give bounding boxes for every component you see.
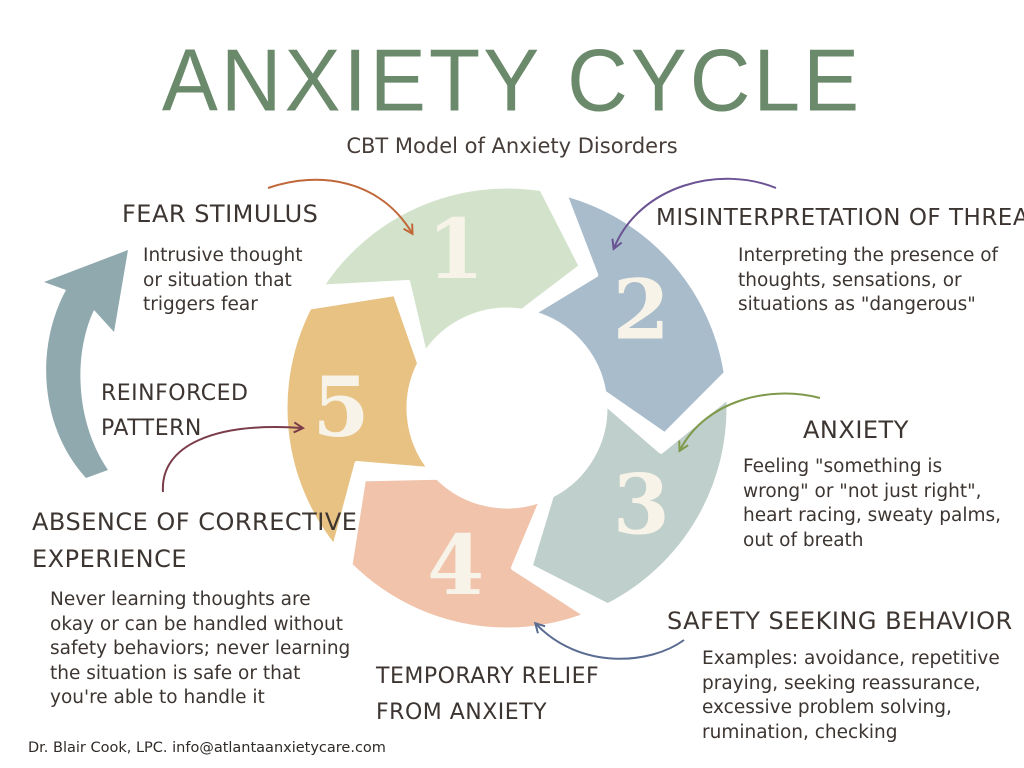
- step-2-line: thoughts, sensations, or: [738, 269, 962, 291]
- page-subtitle: CBT Model of Anxiety Disorders: [346, 134, 678, 158]
- step-1-description: Intrusive thought or situation that trig…: [143, 244, 303, 318]
- cycle-center-hole: [409, 310, 605, 506]
- step-number-3: 3: [613, 458, 670, 554]
- step-4-line: rumination, checking: [702, 721, 898, 743]
- step-5-line: okay or can be handled without: [50, 613, 344, 635]
- step-number-2: 2: [613, 262, 670, 358]
- step-2-heading: MISINTERPRETATION OF THREAT: [656, 205, 1024, 231]
- step-number-5: 5: [312, 360, 369, 456]
- step-4-line: praying, seeking reassurance,: [702, 672, 981, 694]
- temporary-relief-label: TEMPORARY RELIEF: [376, 664, 600, 689]
- arrow-to-step-2-icon: [614, 177, 777, 248]
- page-title: ANXIETY CYCLE: [161, 30, 863, 130]
- step-2-line: situations as "dangerous": [738, 294, 976, 316]
- footer-credit: Dr. Blair Cook, LPC. info@atlantaanxiety…: [28, 740, 386, 756]
- arrow-to-step-4-icon: [536, 624, 685, 660]
- step-3-line: Feeling "something is: [743, 456, 943, 477]
- step-4-line: excessive problem solving,: [702, 697, 952, 719]
- step-3-description: Feeling "something is wrong" or "not jus…: [743, 455, 1001, 553]
- step-4-line: Examples: avoidance, repetitive: [702, 648, 1000, 669]
- step-1-line: or situation that: [143, 269, 292, 291]
- step-4-description: Examples: avoidance, repetitive praying,…: [702, 647, 1000, 745]
- arrow-to-step-5-icon: [161, 427, 302, 493]
- reinforced-pattern-arrow-icon: [44, 250, 128, 478]
- step-5-line: safety behaviors; never learning: [50, 638, 351, 660]
- step-number-1: 1: [427, 202, 484, 298]
- step-5-heading: ABSENCE OF CORRECTIVE: [32, 508, 358, 536]
- arrow-to-step-1-icon: [267, 178, 412, 233]
- step-2-description: Interpreting the presence of thoughts, s…: [738, 244, 998, 318]
- reinforced-pattern-label: REINFORCED: [101, 381, 249, 406]
- step-5-line: the situation is safe or that: [50, 662, 301, 684]
- reinforced-pattern-label-line-2: PATTERN: [101, 416, 202, 441]
- step-4-heading: SAFETY SEEKING BEHAVIOR: [667, 607, 1013, 635]
- step-3-line: wrong" or "not just right",: [743, 480, 982, 502]
- step-2-line: Interpreting the presence of: [738, 245, 999, 266]
- arrow-to-step-3-icon: [680, 392, 821, 450]
- step-3-line: out of breath: [743, 529, 864, 551]
- step-1-line: triggers fear: [143, 294, 258, 316]
- step-5-line: Never learning thoughts are: [50, 589, 311, 610]
- step-3-heading: ANXIETY: [803, 416, 909, 444]
- temporary-relief-label-line-2: FROM ANXIETY: [376, 700, 548, 725]
- step-5-line: you're able to handle it: [50, 687, 265, 709]
- step-number-4: 4: [427, 518, 484, 614]
- step-1-heading: FEAR STIMULUS: [122, 200, 319, 228]
- step-1-line: Intrusive thought: [143, 245, 303, 266]
- step-5-heading-line-2: EXPERIENCE: [32, 545, 188, 573]
- step-3-line: heart racing, sweaty palms,: [743, 505, 1001, 527]
- step-5-description: Never learning thoughts are okay or can …: [50, 588, 350, 711]
